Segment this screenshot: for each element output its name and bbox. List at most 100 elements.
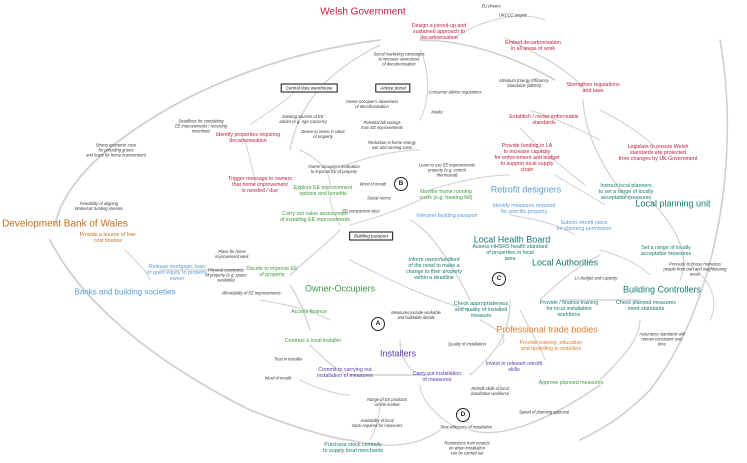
actor-development-bank: Development Bank of Wales: [2, 218, 128, 230]
connector: [299, 379, 351, 396]
connector: [504, 37, 586, 91]
label-ukccc: UKCCC targets: [498, 12, 528, 18]
connector: [599, 249, 651, 276]
connector: [479, 319, 505, 346]
connector: [54, 39, 381, 226]
loop-marker-a: A: [371, 317, 385, 331]
loop-marker-c: C: [492, 272, 506, 286]
label-trust-installer: Trust in installer: [273, 356, 303, 362]
connector: [689, 264, 715, 321]
connector: [259, 299, 331, 321]
connector: [409, 219, 471, 301]
node-provide-source: Provide a source of low-cost finance: [79, 232, 137, 244]
connector: [299, 149, 331, 186]
connector: [349, 259, 471, 311]
central-data-warehouse-box: Central data warehouse: [280, 83, 338, 93]
connector: [579, 39, 729, 441]
advice-portal-box: Advice portal: [375, 83, 411, 93]
connector: [399, 339, 421, 376]
connector: [419, 49, 428, 121]
label-speed-approval: Speed of planning approval: [519, 409, 569, 415]
connector: [369, 399, 381, 441]
label-social-norms: Social norms: [367, 195, 391, 201]
label-word-of-mouth-1: Word of mouth: [359, 181, 387, 187]
connector: [124, 249, 151, 281]
node-access-finance: Access finance: [291, 309, 327, 315]
connector: [599, 109, 666, 161]
connector: [349, 194, 431, 226]
connector: [309, 344, 346, 376]
label-media: Media: [431, 109, 443, 115]
connector: [509, 214, 576, 236]
actor-local-health-board: Local Health Board: [473, 234, 551, 245]
connector: [599, 319, 641, 381]
connector: [244, 139, 256, 186]
actor-welsh-government: Welsh Government: [320, 6, 406, 18]
loop-marker-d: D: [456, 408, 470, 422]
label-eu-drivers: EU drivers: [481, 3, 501, 9]
label-ee-comparison: EE comparison sites: [342, 208, 380, 214]
connector: [519, 309, 546, 361]
label-time-efficiency: Time efficiency of installation: [439, 424, 493, 430]
actor-banks: Banks and building societies: [74, 287, 176, 297]
connector: [454, 15, 546, 39]
actor-retrofit-designers: Retrofit designers: [490, 184, 562, 195]
actor-local-authorities: Local Authorities: [531, 257, 599, 268]
connector: [419, 384, 461, 431]
label-word-of-mouth-2: Word of mouth: [264, 375, 292, 381]
building-passport-box: Building passport: [349, 231, 393, 241]
actor-professional-trade-bodies: Professional trade bodies: [496, 324, 598, 335]
label-consumer-advice: Consumer advice regulations: [428, 89, 482, 95]
connector: [519, 127, 586, 186]
label-la-budget: LA budget and capacity: [574, 275, 618, 281]
connector: [329, 149, 421, 171]
connector: [554, 174, 606, 206]
connector: [349, 429, 441, 446]
connector: [582, 99, 631, 201]
actor-installers: Installers: [379, 348, 417, 359]
node-approve-planned: Approve planned measures: [538, 380, 604, 386]
connector: [419, 39, 556, 81]
loop-marker-b: B: [394, 177, 408, 191]
